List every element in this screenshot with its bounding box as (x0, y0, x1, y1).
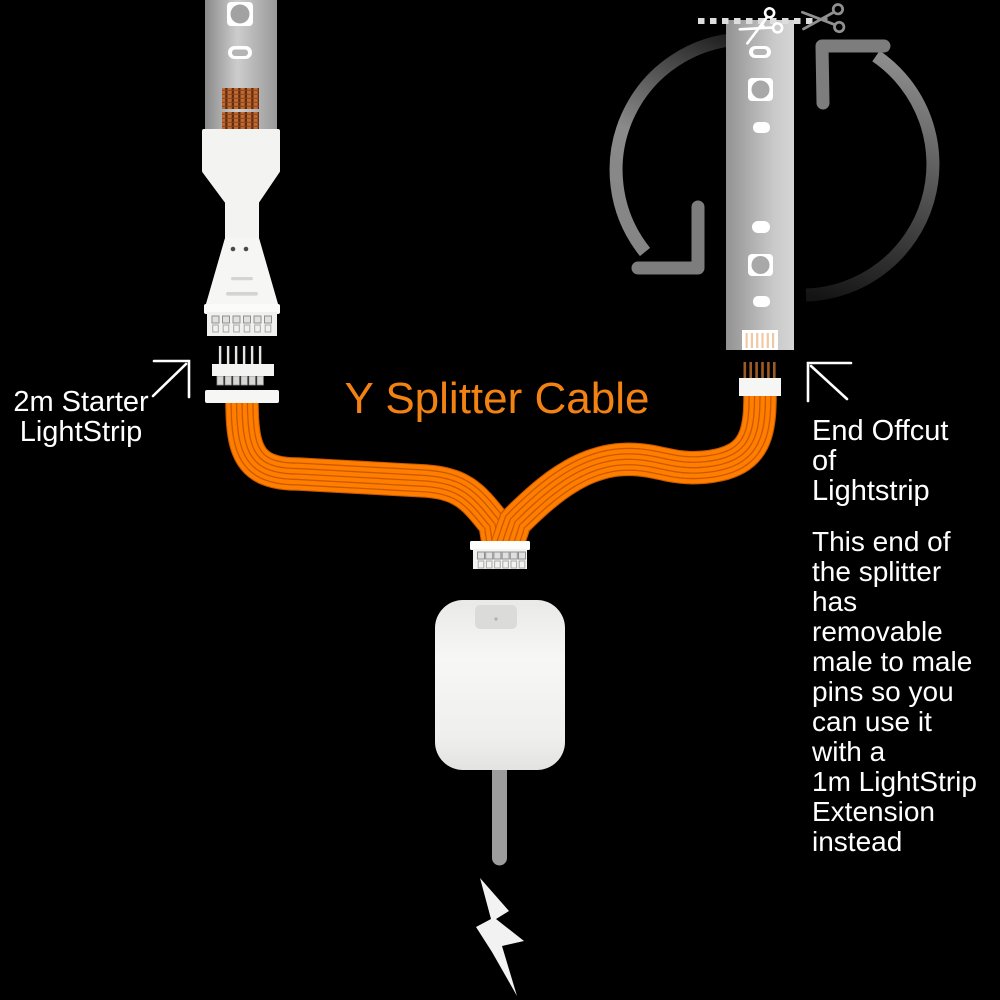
cable-strand (226, 399, 488, 552)
offcut-lightstrip-graphic (726, 20, 794, 350)
cable-strand (242, 398, 504, 549)
cable-strand (511, 396, 771, 553)
strip-end-cap (742, 330, 778, 350)
cable-strand (506, 396, 765, 551)
starter-lightstrip-graphic (205, 0, 277, 133)
scissors-icon (738, 7, 784, 45)
strip-resistor (228, 46, 252, 59)
led-module (227, 2, 253, 26)
label-starter-lightstrip: 2m Starter LightStrip (13, 386, 149, 448)
psu-socket-inset (475, 605, 517, 629)
copper-solder-pads (222, 88, 259, 129)
led-module (748, 254, 773, 276)
rotate-arrowhead-left (631, 200, 705, 275)
up-right-arrow-icon (151, 359, 191, 399)
cable-strand (496, 395, 754, 548)
diagram-title: Y Splitter Cable (344, 374, 650, 423)
rotate-arrow-icon (609, 32, 940, 302)
splitter-plug-right (739, 362, 781, 396)
cable-strand (491, 395, 749, 546)
y-splitter-cable-graphic (225, 384, 777, 560)
label-splitter-note: This end of the splitter has removable m… (812, 526, 977, 857)
cable-strand (490, 384, 777, 560)
four-pin-socket (204, 304, 280, 336)
rotate-arrowhead-top (815, 39, 891, 110)
label-end-offcut: End Offcut of Lightstrip (812, 415, 949, 507)
strip-resistor (753, 296, 770, 307)
cable-strand (248, 399, 510, 549)
lightning-bolt-icon (476, 878, 524, 996)
strip-connector-clip (202, 129, 280, 336)
clip-screw-dot (243, 246, 249, 252)
cable-strand (253, 398, 515, 548)
cable-strand (516, 396, 776, 554)
cable-strand (237, 399, 499, 550)
up-left-arrow-icon (806, 361, 853, 403)
splitter-plug-left (205, 345, 279, 403)
strip-resistor (752, 221, 770, 233)
power-supply-graphic (435, 600, 565, 770)
center-socket-connector (470, 541, 530, 569)
cable-strand (231, 398, 493, 551)
clip-screw-dot (230, 246, 236, 252)
scissors-icon (801, 3, 846, 34)
strip-resistor (753, 122, 770, 133)
led-module (748, 78, 773, 101)
cable-strand (225, 389, 516, 560)
strip-resistor (749, 46, 771, 58)
cable-strand (501, 395, 760, 549)
